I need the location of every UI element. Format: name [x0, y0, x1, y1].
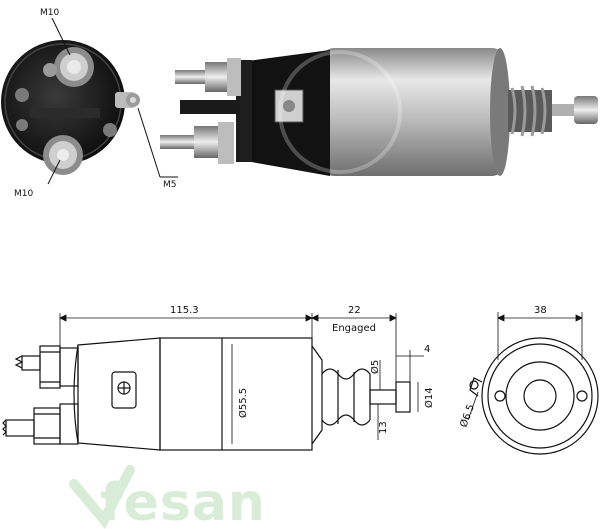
- terminal-top-photo: [43, 47, 94, 87]
- plunger-dia-small-dim: Ø5: [369, 360, 381, 374]
- terminal-top-label: M10: [40, 8, 59, 18]
- terminal-bottom-label: M10: [14, 189, 33, 199]
- rear-width-dim: 38: [534, 305, 547, 316]
- terminal-bottom-photo: [43, 135, 83, 175]
- plunger-offset-dim: 4: [424, 344, 430, 355]
- side-view-dimensions: [59, 313, 424, 444]
- mount-hole-dim: Ø6.5: [458, 403, 477, 429]
- fesan-logo-text: fesan: [100, 473, 266, 529]
- photo-end-view: M10 M10 M5: [1, 8, 178, 199]
- engaged-travel-dim: 22: [348, 305, 361, 316]
- terminal-small-label: M5: [163, 180, 177, 190]
- terminal-small-photo: [115, 92, 140, 108]
- plunger-length-dim: 13: [378, 421, 389, 434]
- body-diameter-dim: Ø55.5: [237, 388, 249, 418]
- end-view-dimensions: [467, 312, 583, 421]
- plunger-dia-large-dim: Ø14: [423, 387, 435, 408]
- lower-terminal-bolt-photo: [160, 122, 234, 164]
- engaged-label: Engaged: [332, 323, 376, 334]
- upper-terminal-bolt-photo: [175, 58, 241, 96]
- photo-side-view: [160, 48, 598, 176]
- fesan-logo: fesan: [69, 465, 266, 529]
- plunger-spring-photo: [508, 85, 598, 137]
- drawing-side-view: [2, 337, 411, 451]
- drawing-end-view: [469, 337, 599, 455]
- body-length-dim: 115.3: [170, 305, 199, 316]
